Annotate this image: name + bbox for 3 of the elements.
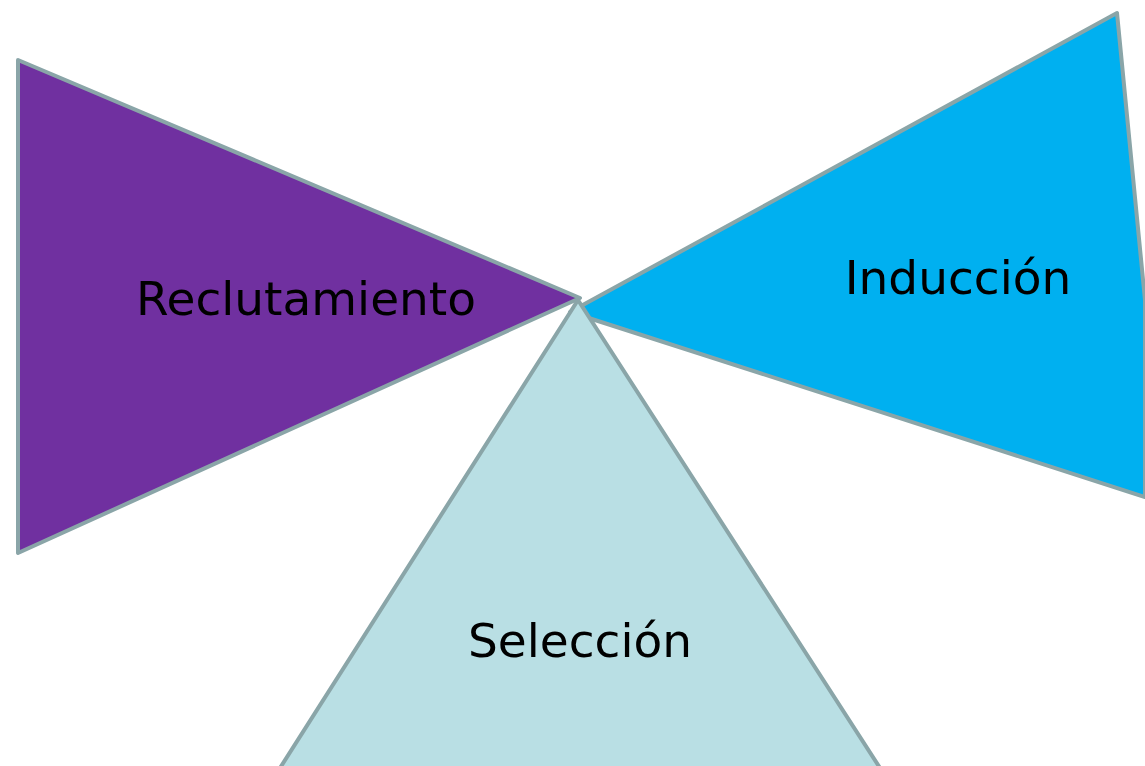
stage-label: Reclutamiento <box>135 274 477 322</box>
stage-label: Inducción <box>844 253 1072 301</box>
stage-label: Selección <box>468 616 692 664</box>
